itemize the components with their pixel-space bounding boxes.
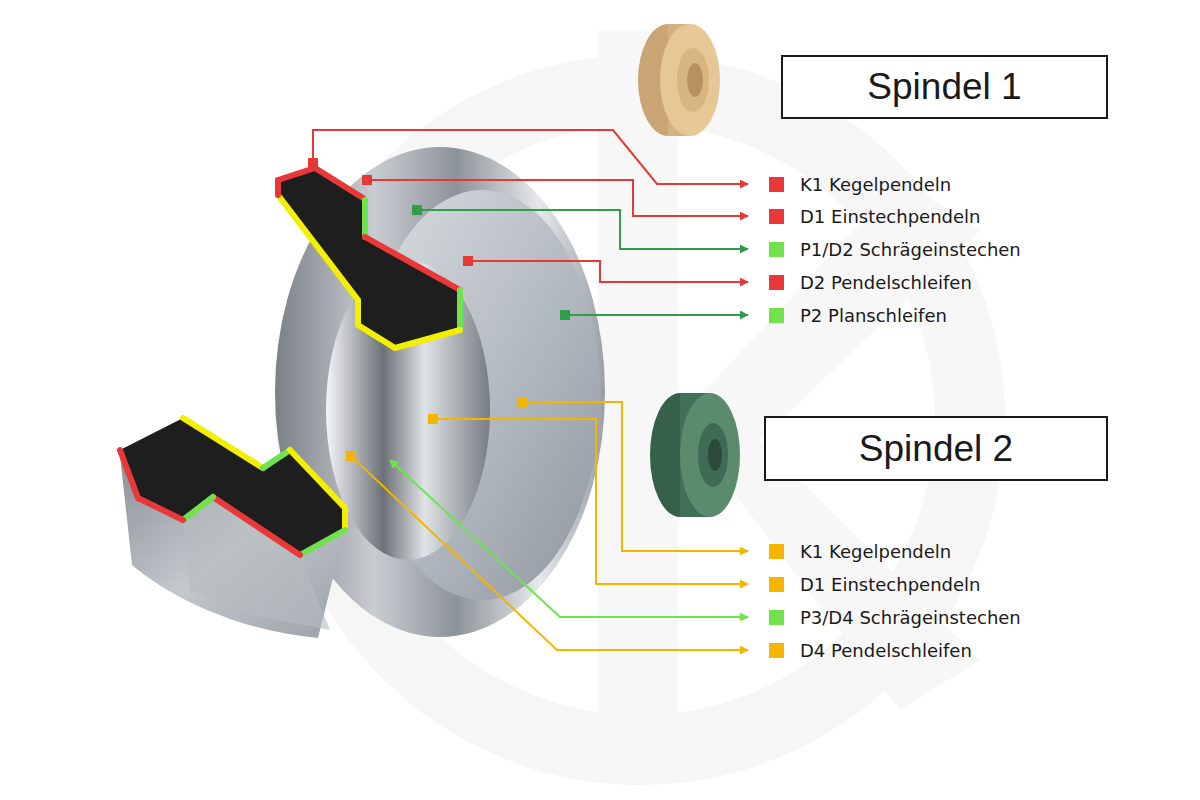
legend-swatch [769,275,784,290]
watermark-logo [310,30,980,780]
legend-item: D4 Pendelschleifen [769,639,972,661]
anchor-square [517,397,527,407]
legend-swatch [769,177,784,192]
leader-line [313,130,748,184]
spindle-label: Spindel 1 [867,66,1021,108]
leader-anchors [308,158,570,461]
legend-item: P1/D2 Schrägeinstechen [769,238,1021,260]
anchor-square [412,205,422,215]
anchor-square [560,310,570,320]
legend-label: K1 Kegelpendeln [800,541,951,562]
leader-line [417,210,748,249]
legend-label: D2 Pendelschleifen [800,272,972,293]
legend-item: P2 Planschleifen [769,304,947,326]
edge-red [278,168,363,198]
wheel-face [680,393,740,517]
cross-section [278,168,460,348]
leader-line [565,314,748,316]
legend-swatch [769,308,784,323]
leader-line [390,460,748,617]
wheel-hole [687,63,703,97]
leader-lines [313,130,748,650]
wheel-hole [708,439,722,471]
anchor-square [428,414,438,424]
legend-swatch [769,610,784,625]
cross-section [120,418,345,555]
edge-red [365,237,460,290]
legend-swatch [769,209,784,224]
legend-item: K1 Kegelpendeln [769,173,951,195]
leader-line [522,402,748,551]
edge-yellow [278,195,460,348]
edge-red [120,450,183,520]
legend-item: D2 Pendelschleifen [769,271,972,293]
edge-green [300,530,345,555]
edge-green [263,450,290,468]
legend-label: P3/D4 Schrägeinstechen [800,607,1021,628]
legend-label: P2 Planschleifen [800,305,947,326]
edge-red [213,497,300,555]
anchor-square [362,175,372,185]
spindle-label: Spindel 2 [859,428,1013,470]
legend-item: K1 Kegelpendeln [769,540,951,562]
legend-swatch [769,643,784,658]
edge-green [362,200,368,237]
legend-item: D1 Einstechpendeln [769,205,980,227]
legend-label: D1 Einstechpendeln [800,206,980,227]
grinding-wheel [638,24,720,136]
leader-line [351,456,748,650]
section-edges [278,168,460,348]
anchor-square [463,256,473,266]
legend-label: D4 Pendelschleifen [800,640,972,661]
section-edges [120,418,345,555]
anchor-square [308,158,318,168]
leader-line [468,261,748,282]
legend-label: D1 Einstechpendeln [800,574,980,595]
legend-item: P3/D4 Schrägeinstechen [769,606,1021,628]
wheel-hub [698,423,728,487]
legend-swatch [769,242,784,257]
legend-label: K1 Kegelpendeln [800,174,951,195]
legend-swatch [769,544,784,559]
spindle-box: Spindel 1 [781,55,1108,119]
edge-yellow [183,418,263,468]
spindle-box: Spindel 2 [764,416,1108,481]
legend-item: D1 Einstechpendeln [769,573,980,595]
grinding-wheel [650,393,740,517]
legend-label: P1/D2 Schrägeinstechen [800,239,1021,260]
wheel-hub [677,48,709,112]
anchor-square [346,451,356,461]
legend-swatch [769,577,784,592]
leader-line [433,419,748,584]
edge-yellow [290,450,345,530]
wheel-face [660,24,720,136]
edge-red [275,180,281,195]
edge-green [457,290,463,330]
edge-green [183,497,213,520]
